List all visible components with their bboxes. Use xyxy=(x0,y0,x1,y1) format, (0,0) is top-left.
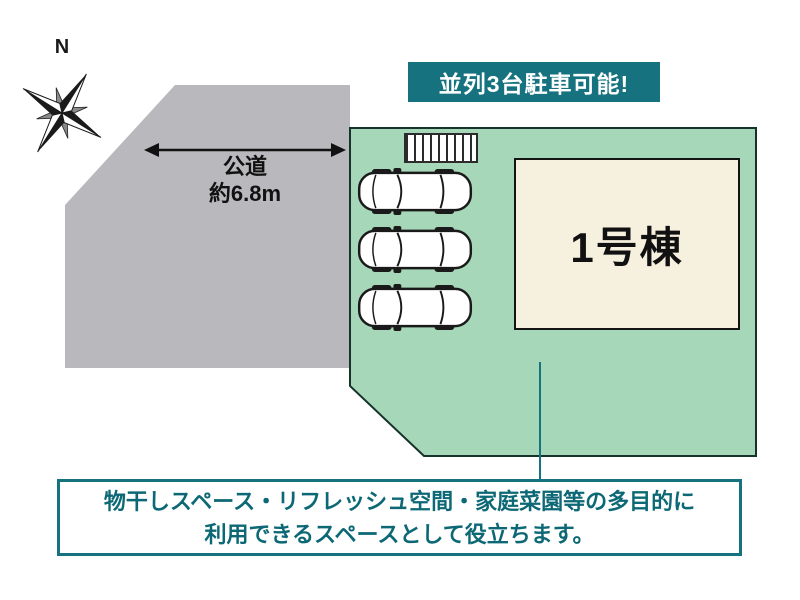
road-label: 公道 約6.8m xyxy=(145,153,345,207)
porch-hatch xyxy=(404,133,478,163)
road-width-arrow xyxy=(144,143,346,157)
callout-line xyxy=(539,362,541,480)
note-box: 物干しスペース・リフレッシュ空間・家庭菜園等の多目的に 利用できるスペースとして… xyxy=(57,479,742,556)
building: 1号棟 xyxy=(514,158,740,330)
note-line-2: 利用できるスペースとして役立ちます。 xyxy=(204,521,595,547)
road-name: 公道 xyxy=(222,154,267,179)
road-width-label: 約6.8m xyxy=(208,181,282,206)
building-label: 1号棟 xyxy=(570,223,684,271)
compass-icon xyxy=(22,73,102,153)
car-icon xyxy=(356,168,474,215)
car-icon xyxy=(356,226,474,273)
compass: N xyxy=(12,36,112,176)
parking-badge: 並列3台駐車可能! xyxy=(408,62,660,102)
car-icon xyxy=(356,284,474,331)
note-line-1: 物干しスペース・リフレッシュ空間・家庭菜園等の多目的に xyxy=(103,488,696,514)
road-area xyxy=(65,85,350,368)
parking-badge-label: 並列3台駐車可能! xyxy=(438,71,630,97)
compass-n-label: N xyxy=(54,36,70,58)
